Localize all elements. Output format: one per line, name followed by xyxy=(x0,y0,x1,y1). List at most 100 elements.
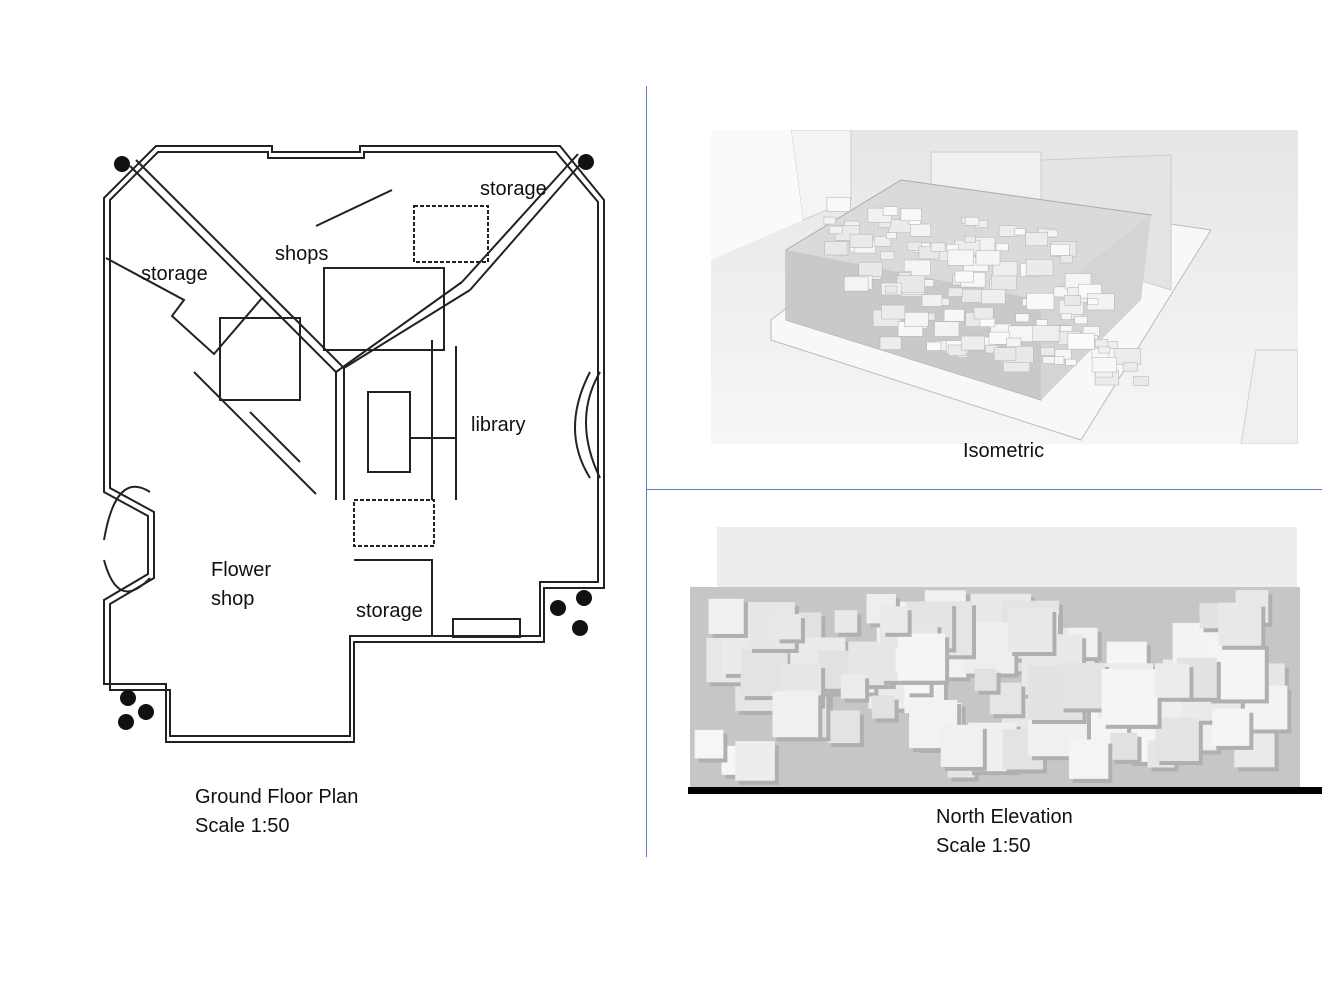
elevation-cube xyxy=(1059,662,1105,709)
isometric-cube xyxy=(1065,358,1077,366)
elevation-caption-title: North Elevation xyxy=(936,806,1073,828)
isometric-caption: Isometric xyxy=(963,440,1045,462)
isometric-render xyxy=(711,130,1298,444)
elevation-cube xyxy=(708,598,744,634)
isometric-cube xyxy=(995,243,1009,252)
isometric-cube xyxy=(888,219,912,234)
elevation-cube xyxy=(834,610,858,633)
isometric-cube xyxy=(873,236,892,247)
isometric-cube xyxy=(934,321,960,337)
isometric-cube xyxy=(1098,346,1111,354)
isometric-cube xyxy=(964,216,980,226)
elevation-cube xyxy=(1155,717,1199,762)
isometric-cube xyxy=(904,312,929,327)
isometric-cube xyxy=(1032,325,1060,342)
isometric-cube xyxy=(943,309,965,322)
isometric-cube xyxy=(826,196,851,212)
elevation-cube xyxy=(1008,607,1053,653)
isometric-cube xyxy=(1036,319,1048,327)
isometric-cube xyxy=(1094,339,1109,348)
room-label-library: library xyxy=(471,414,526,436)
isometric-cube xyxy=(993,347,1017,362)
room-label-flower-shop-line1: Flower xyxy=(211,559,272,581)
isometric-cube xyxy=(844,276,869,292)
tree-symbols xyxy=(114,154,594,730)
room-label-shops: shops xyxy=(275,243,329,265)
elevation-cube xyxy=(871,695,895,719)
elevation-caption-scale: Scale 1:50 xyxy=(936,835,1031,857)
elevation-cube xyxy=(840,674,866,699)
elevation-cube xyxy=(694,729,724,759)
elevation-cube xyxy=(940,724,983,767)
isometric-cube xyxy=(1050,243,1070,256)
elevation-cube xyxy=(1110,732,1138,760)
isometric-cube xyxy=(882,206,899,216)
isometric-cube xyxy=(1025,259,1054,276)
elevation-cube-cluster xyxy=(694,590,1292,785)
north-elevation-render xyxy=(665,527,1300,789)
elevation-cube xyxy=(775,614,801,640)
isometric-cube xyxy=(858,261,883,277)
isometric-cube xyxy=(921,294,943,307)
isometric-cube xyxy=(1015,313,1030,323)
isometric-cube xyxy=(1087,298,1099,306)
isometric-cube xyxy=(975,250,1001,266)
isometric-cube xyxy=(910,223,932,237)
room-label-storage-bottom: storage xyxy=(356,600,423,622)
isometric-cube xyxy=(1122,362,1138,372)
isometric-cube xyxy=(849,233,873,249)
isometric-cube xyxy=(1086,293,1115,311)
isometric-cube xyxy=(961,288,985,303)
isometric-cube xyxy=(880,251,895,260)
elevation-cube xyxy=(772,691,819,738)
room-label-flower-shop-line2: shop xyxy=(211,588,255,610)
isometric-cube xyxy=(991,274,1017,291)
isometric-cube xyxy=(886,232,897,240)
isometric-cube xyxy=(1006,337,1022,348)
isometric-cube xyxy=(1040,347,1055,357)
elevation-cube xyxy=(1154,663,1190,698)
isometric-cube xyxy=(964,235,976,243)
isometric-cube xyxy=(823,216,836,225)
isometric-cube xyxy=(973,307,994,320)
elevation-ground-line xyxy=(688,787,1322,794)
isometric-cube xyxy=(1091,357,1117,373)
isometric-cube xyxy=(900,208,922,222)
isometric-cube-cluster xyxy=(823,196,1149,386)
isometric-cube xyxy=(954,270,974,283)
elevation-cube xyxy=(974,668,997,691)
isometric-cube xyxy=(926,341,942,351)
elevation-cube xyxy=(1218,602,1262,646)
isometric-cube xyxy=(947,287,963,297)
elevation-cube xyxy=(1101,668,1158,725)
isometric-cube xyxy=(879,336,902,350)
horizontal-divider xyxy=(646,489,1322,490)
isometric-cube xyxy=(1074,316,1088,325)
isometric-cube xyxy=(1060,313,1072,320)
isometric-cube xyxy=(1067,332,1095,350)
isometric-cube xyxy=(960,335,985,351)
elevation-cube xyxy=(897,633,946,681)
isometric-cube xyxy=(1113,348,1142,365)
elevation-cube xyxy=(1212,708,1250,746)
isometric-cube xyxy=(881,304,906,320)
ground-floor-plan-drawing xyxy=(103,145,605,743)
isometric-cube xyxy=(1133,376,1149,386)
elevation-cube xyxy=(827,710,860,744)
elevation-cube xyxy=(1068,739,1109,779)
isometric-cube xyxy=(947,249,974,266)
isometric-cube xyxy=(1025,232,1048,247)
elevation-cube xyxy=(735,741,775,781)
vertical-divider xyxy=(646,86,647,857)
room-label-storage-left: storage xyxy=(141,263,208,285)
isometric-cube xyxy=(829,225,843,235)
elevation-cube xyxy=(881,606,908,633)
isometric-cube xyxy=(981,289,1006,305)
isometric-cube xyxy=(1042,356,1055,364)
elevation-cube xyxy=(740,649,788,697)
room-label-storage-top: storage xyxy=(480,178,547,200)
isometric-cube xyxy=(1063,295,1082,306)
isometric-cube xyxy=(1014,228,1026,236)
floor-plan-caption-scale: Scale 1:50 xyxy=(195,815,290,837)
floor-plan-caption-title: Ground Floor Plan xyxy=(195,786,359,808)
